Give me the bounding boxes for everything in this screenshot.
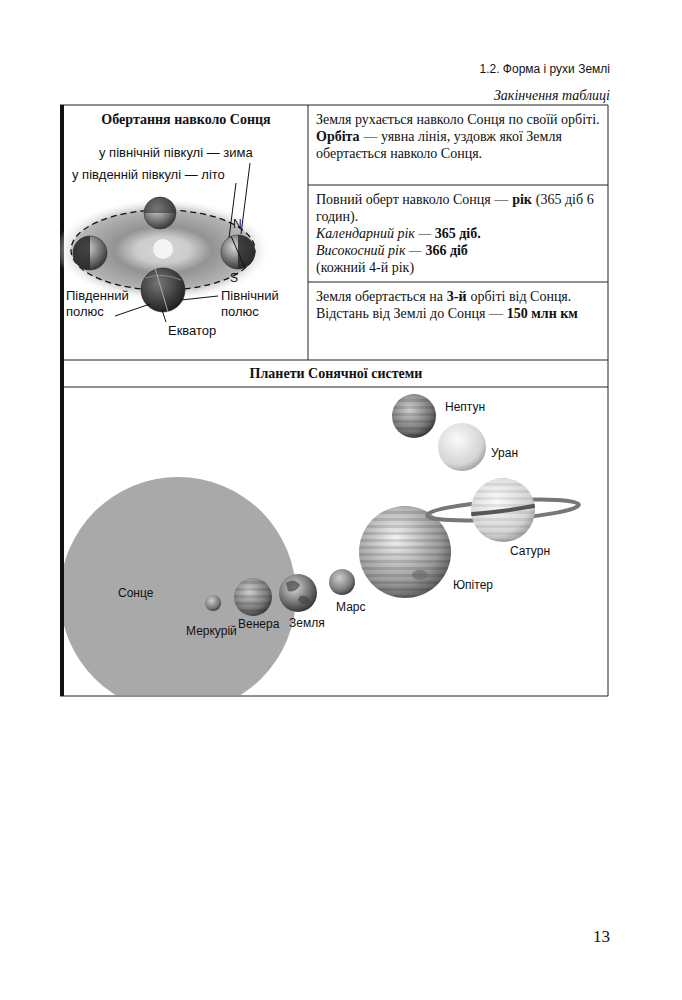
text-line: Високосний рік — 366 діб bbox=[316, 242, 600, 259]
running-head: 1.2. Форма і рухи Землі bbox=[400, 62, 610, 76]
cell-text: рік bbox=[512, 192, 532, 207]
pole-label: Південний полюс bbox=[66, 288, 146, 320]
table-note: Закінчення таблиці bbox=[400, 87, 610, 104]
equator-label: Екватор bbox=[168, 323, 248, 339]
pole-letter: N bbox=[233, 217, 247, 231]
page-number: 13 bbox=[560, 927, 610, 947]
season-label: у південній півкулі — літо bbox=[72, 167, 272, 183]
cell-text: Повний оберт навколо Сонця — bbox=[316, 192, 508, 207]
table-cell: Повний оберт навколо Сонця —рік(365 діб … bbox=[308, 185, 608, 282]
cell-text: Земля рухається навколо Сонця по своїй о… bbox=[316, 112, 600, 127]
table-cell: Земля рухається навколо Сонця по своїй о… bbox=[308, 105, 608, 185]
text-line: Обертання навколо Сонця bbox=[68, 111, 304, 128]
cell-text: Календарний рік — bbox=[316, 226, 431, 241]
table-bar bbox=[60, 105, 64, 696]
cell-text: Відстань від Землі до Сонця — bbox=[316, 306, 503, 321]
cell-text: 365 діб. bbox=[435, 226, 481, 241]
table-heading: Планети Сонячної системи bbox=[64, 360, 608, 387]
cell-text: 366 діб bbox=[425, 243, 467, 258]
text-line: Планети Сонячної системи bbox=[68, 365, 604, 382]
text-line: Орбіта— уявна лінія, уздовж якої Земля о… bbox=[316, 128, 600, 162]
cell-text: орбіті від Сонця. bbox=[470, 289, 571, 304]
text-line: Земля обертається на 3-йорбіті від Сонця. bbox=[316, 288, 600, 305]
text-line: Календарний рік — 365 діб. bbox=[316, 225, 600, 242]
planet-name: Сатурн bbox=[510, 544, 580, 558]
cell-text: Орбіта bbox=[316, 129, 360, 144]
pole-letter: S bbox=[230, 271, 244, 285]
text-line: Земля рухається навколо Сонця по своїй о… bbox=[316, 111, 600, 128]
text-line: Повний оберт навколо Сонця —рік(365 діб … bbox=[316, 191, 600, 225]
cell-text: 150 млн км bbox=[507, 306, 578, 321]
planet-name: Марс bbox=[336, 600, 386, 614]
planet-name: Нептун bbox=[445, 400, 515, 414]
cell-text: Планети Сонячної системи bbox=[250, 366, 423, 381]
planet-name: Сонце bbox=[118, 586, 188, 600]
pole-label: Північний полюс bbox=[221, 288, 301, 320]
cell-text: Обертання навколо Сонця bbox=[101, 112, 270, 127]
cell-text: (кожний 4-й рік) bbox=[316, 260, 414, 275]
season-label: у північній півкулі — зима bbox=[99, 145, 299, 161]
table-cell: Земля обертається на 3-йорбіті від Сонця.… bbox=[308, 282, 608, 360]
planet-name: Земля bbox=[289, 616, 349, 630]
cell-text: Земля обертається на bbox=[316, 289, 443, 304]
text-line: Відстань від Землі до Сонця — 150 млн км bbox=[316, 305, 600, 322]
text-line: (кожний 4-й рік) bbox=[316, 259, 600, 276]
solar-system bbox=[60, 394, 579, 713]
cell-text: 3-й bbox=[447, 289, 467, 304]
planet-name: Уран bbox=[491, 446, 551, 460]
planet-name: Юпітер bbox=[453, 578, 523, 592]
cell-heading: Обертання навколо Сонця bbox=[64, 105, 308, 131]
cell-text: Високосний рік — bbox=[316, 243, 421, 258]
